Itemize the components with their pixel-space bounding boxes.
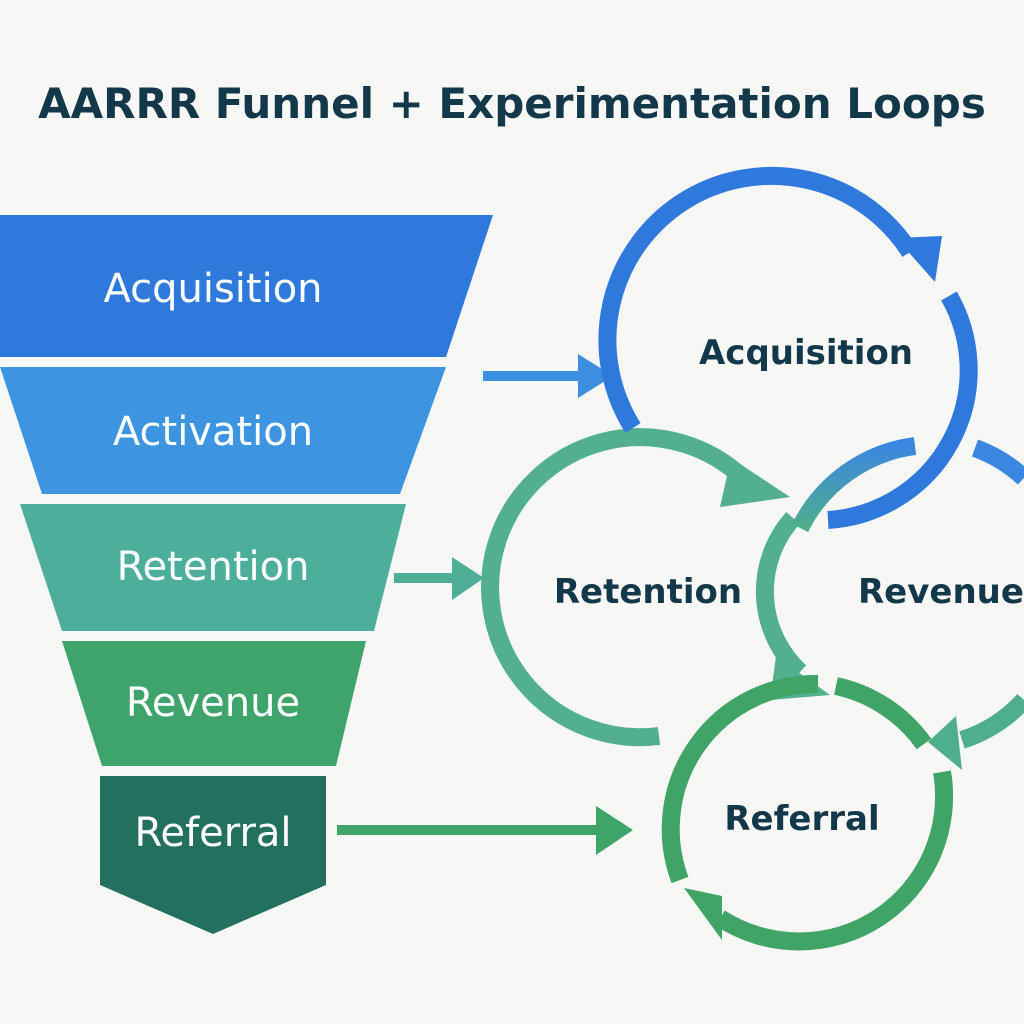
loop-referral-ring-top (833, 677, 932, 750)
loop-referral-arrowhead-icon (684, 888, 722, 940)
funnel-stage-retention (20, 504, 406, 631)
arrow-to-acquisition-loop (483, 354, 613, 398)
arrow-head-icon (578, 354, 613, 398)
loop-acquisition-arrowhead-icon (896, 236, 942, 282)
loop-label-acquisition: Acquisition (699, 333, 913, 373)
loop-referral-ring-right (715, 770, 953, 951)
loop-referral-ring-left (661, 674, 819, 884)
loop-referral (661, 674, 953, 951)
arrow-to-retention-loop (394, 557, 484, 600)
page-title: AARRR Funnel + Experimentation Loops (38, 79, 986, 128)
loop-label-revenue: Revenue (858, 572, 1024, 612)
funnel-stage-acquisition (0, 215, 493, 357)
funnel-label-acquisition: Acquisition (103, 266, 322, 312)
connector-arrows (337, 354, 633, 855)
arrow-to-referral-loop (337, 806, 633, 855)
arrow-head-icon (596, 806, 633, 855)
loop-revenue-arrowhead-icon (928, 716, 962, 770)
loop-retention-link (755, 511, 807, 679)
loop-label-retention: Retention (554, 572, 742, 612)
loop-revenue-ring-bottom (959, 693, 1024, 749)
loop-retention-arrowhead-icon (720, 458, 790, 507)
loop-label-referral: Referral (724, 799, 879, 839)
arrow-head-icon (452, 557, 484, 600)
funnel-label-referral: Referral (134, 810, 291, 856)
funnel-stage-activation (0, 367, 446, 494)
funnel-label-activation: Activation (113, 409, 313, 455)
loop-acquisition (598, 166, 978, 529)
funnel-label-retention: Retention (117, 544, 310, 590)
funnel-stage-revenue (62, 641, 366, 766)
funnel-stage-referral (100, 776, 326, 934)
funnel-label-revenue: Revenue (126, 680, 300, 726)
loop-revenue (791, 437, 1024, 770)
loop-acquisition-ring-lower (827, 291, 978, 529)
loop-revenue-link (791, 437, 917, 533)
loop-retention-ring (481, 428, 751, 747)
funnel: Acquisition Activation Retention Revenue… (0, 215, 493, 934)
loop-acquisition-ring-upper (598, 166, 918, 433)
loop-revenue-ring-top (971, 439, 1024, 485)
experimentation-loops: Acquisition Retention Revenue Referral (481, 166, 1024, 951)
